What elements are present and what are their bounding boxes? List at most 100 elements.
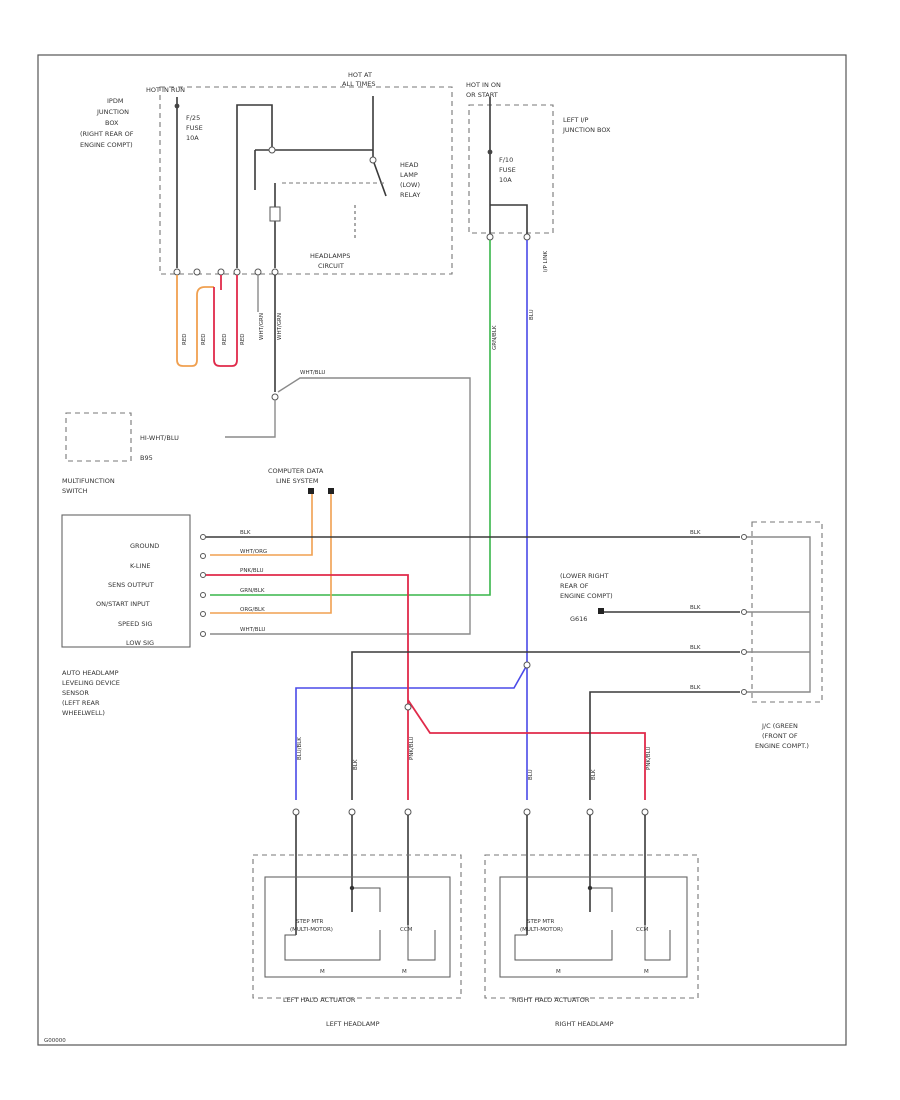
svg-text:M: M [556,969,561,975]
label-white-blu: WHT/BLU [300,370,325,376]
left-ip-2: JUNCTION BOX [562,126,611,134]
svg-text:CCM: CCM [400,927,413,933]
wire-red-loop [213,275,238,367]
sensor-pin-list: GROUND K-LINE SENS OUTPUT ON/START INPUT… [96,542,159,647]
left-headlamp: STEP MTR (MULTI-MOTOR) CCM M M LEFT HALO… [252,854,462,1028]
label-ipdm-2: JUNCTION [96,108,129,116]
svg-text:ORG/BLK: ORG/BLK [240,607,265,613]
svg-text:M: M [320,969,325,975]
headlamp-connectors [292,808,649,816]
headlamps-circuit-1: HEADLAMPS [310,252,350,260]
sensor-box [61,514,191,648]
svg-text:G616: G616 [570,615,587,623]
svg-text:GRN/BLK: GRN/BLK [492,325,498,350]
svg-text:RED: RED [201,333,207,345]
svg-text:BLK: BLK [690,645,701,651]
svg-text:LEVELING DEVICE: LEVELING DEVICE [62,679,120,687]
svg-text:WHEELWELL): WHEELWELL) [62,709,105,717]
jc-pin-labels: BLK BLK BLK BLK [690,530,701,691]
svg-text:SENSOR: SENSOR [62,689,89,697]
svg-text:M: M [644,969,649,975]
hot-on-2: OR START [466,91,498,99]
svg-text:ENGINE COMPT.): ENGINE COMPT.) [755,742,809,750]
svg-text:ENGINE COMPT): ENGINE COMPT) [560,592,613,600]
svg-text:PNK/BLU: PNK/BLU [240,568,263,574]
svg-text:BLK: BLK [591,769,597,780]
svg-text:BLK: BLK [690,530,701,536]
svg-text:BLK: BLK [240,530,251,536]
computer-data-1: COMPUTER DATA [268,467,324,475]
label-hot-at-2: ALL TIMES [342,80,375,88]
svg-text:WHT/ORG: WHT/ORG [240,549,267,555]
svg-text:LOW SIG: LOW SIG [126,639,154,647]
headlamps-circuit-2: CIRCUIT [318,262,344,270]
relay-1: HEAD [400,161,418,169]
right-headlamp-label: RIGHT HEADLAMP [555,1020,614,1028]
svg-text:PNK/BLU: PNK/BLU [409,737,415,760]
svg-text:WHT/GRN: WHT/GRN [259,313,265,340]
svg-text:(LOWER RIGHT: (LOWER RIGHT [560,572,609,580]
fuse-a-1: F/25 [186,114,200,122]
svg-text:SWITCH: SWITCH [62,487,88,495]
label-ipdm-4: (RIGHT REAR OF [80,130,134,138]
label-ipdm-3: BOX [105,119,119,127]
ipdm-box [159,86,453,275]
hot-on-1: HOT IN ON [466,81,501,89]
svg-text:(LEFT REAR: (LEFT REAR [62,699,100,707]
footer-code: G00000 [44,1038,66,1044]
svg-text:FUSE: FUSE [499,166,516,174]
wire-sens-output [206,574,646,800]
left-ip-box [468,104,554,234]
svg-text:BLU/BLK: BLU/BLK [297,737,303,760]
left-actuator-label: LEFT HALO ACTUATOR [283,996,356,1004]
svg-text:BLK: BLK [690,685,701,691]
svg-text:ON/START INPUT: ON/START INPUT [96,600,150,608]
svg-text:I/P LINK: I/P LINK [543,251,549,272]
wire-green [210,240,491,596]
svg-text:RED: RED [222,333,228,345]
svg-text:BLU: BLU [529,309,535,320]
fuse-a-2: FUSE [186,124,203,132]
svg-text:AUTO HEADLAMP: AUTO HEADLAMP [62,669,119,677]
left-ip-1: LEFT I/P [563,116,588,124]
label-hot-run: HOT IN RUN [146,86,185,94]
label-ipdm-5: ENGINE COMPT) [80,141,133,149]
svg-text:B95: B95 [140,454,153,462]
svg-text:GROUND: GROUND [130,542,159,550]
svg-text:HI-WHT/BLU: HI-WHT/BLU [140,434,179,442]
svg-text:SENS OUTPUT: SENS OUTPUT [108,581,154,589]
fuse-a-3: 10A [186,134,199,142]
diagram-border [37,54,847,1046]
relay-4: RELAY [400,191,420,199]
relay-3: (LOW) [400,181,420,189]
svg-text:WHT/BLU: WHT/BLU [240,627,265,633]
svg-text:(FRONT OF: (FRONT OF [762,732,798,740]
svg-text:GRN/BLK: GRN/BLK [240,588,265,594]
svg-text:RED: RED [182,333,188,345]
svg-text:WHT/GRN: WHT/GRN [277,313,283,340]
svg-text:SPEED SIG: SPEED SIG [118,620,152,628]
svg-text:F/10: F/10 [499,156,513,164]
label-hot-at-1: HOT AT [348,71,372,79]
jc-connectors [741,534,747,695]
sensor-connectors [200,534,206,637]
svg-text:(MULTI-MOTOR): (MULTI-MOTOR) [290,927,333,933]
svg-text:K-LINE: K-LINE [130,562,150,570]
sensor-wire-labels: BLK WHT/ORG PNK/BLU GRN/BLK ORG/BLK WHT/… [240,530,267,633]
label-ipdm-1: IPDM [107,97,123,105]
svg-text:CCM: CCM [636,927,649,933]
svg-text:BLK: BLK [353,759,359,770]
svg-text:BLU: BLU [528,769,534,780]
svg-text:STEP MTR: STEP MTR [296,919,323,925]
svg-text:PNK/BLU: PNK/BLU [646,747,652,770]
multifunction-switch [65,412,132,462]
svg-text:(MULTI-MOTOR): (MULTI-MOTOR) [520,927,563,933]
svg-text:RED: RED [240,333,246,345]
svg-text:10A: 10A [499,176,512,184]
svg-text:BLK: BLK [690,605,701,611]
svg-text:REAR OF: REAR OF [560,582,589,590]
svg-text:STEP MTR: STEP MTR [527,919,554,925]
svg-text:M: M [402,969,407,975]
